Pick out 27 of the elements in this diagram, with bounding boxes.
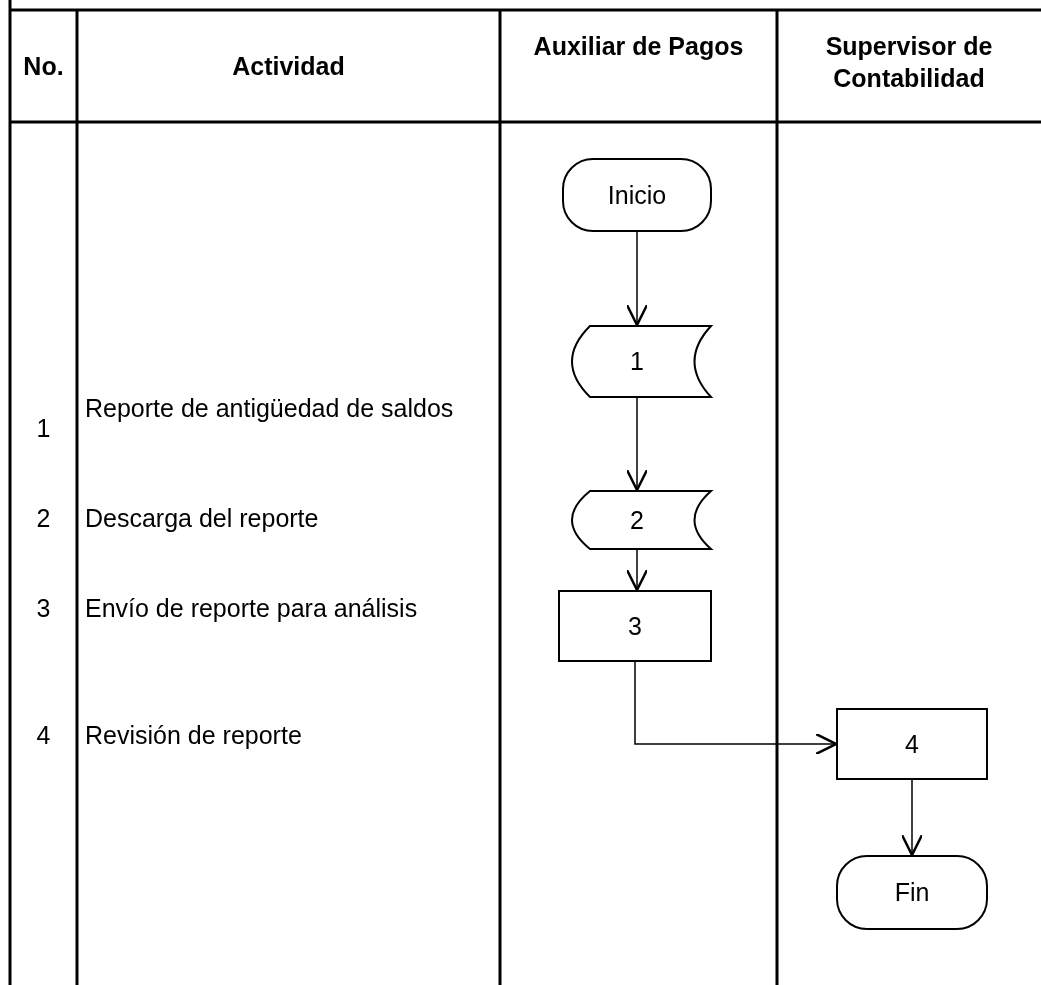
column-header: Actividad [232, 52, 345, 80]
activity-text: Revisión de reporte [85, 721, 302, 749]
node-label: Inicio [607, 180, 667, 210]
arrow [900, 779, 924, 857]
row-number: 2 [36, 504, 51, 532]
terminator-shape [836, 855, 988, 930]
activity-text: Descarga del reporte [85, 504, 319, 532]
column-header: Supervisor de Contabilidad [825, 32, 993, 92]
column-header: No. [23, 52, 64, 80]
activity-text: Envío de reporte para análisis [85, 594, 418, 622]
terminator-shape [562, 158, 712, 232]
arrow [625, 397, 649, 492]
process-box [836, 708, 988, 780]
node-label: 4 [905, 729, 919, 759]
row-number: 3 [36, 594, 51, 622]
activity-text: Reporte de antigüedad de saldos [85, 393, 455, 424]
arrow [634, 661, 838, 756]
arrow [625, 231, 649, 327]
process-box [558, 590, 712, 662]
node-label: 2 [630, 505, 644, 535]
arrow [625, 549, 649, 592]
row-number: 4 [36, 721, 51, 749]
node-label: Fin [894, 878, 930, 907]
column-header: Auxiliar de Pagos [533, 32, 744, 60]
node-label: 3 [628, 611, 642, 641]
row-number: 1 [36, 414, 51, 442]
node-label: 1 [630, 347, 644, 376]
